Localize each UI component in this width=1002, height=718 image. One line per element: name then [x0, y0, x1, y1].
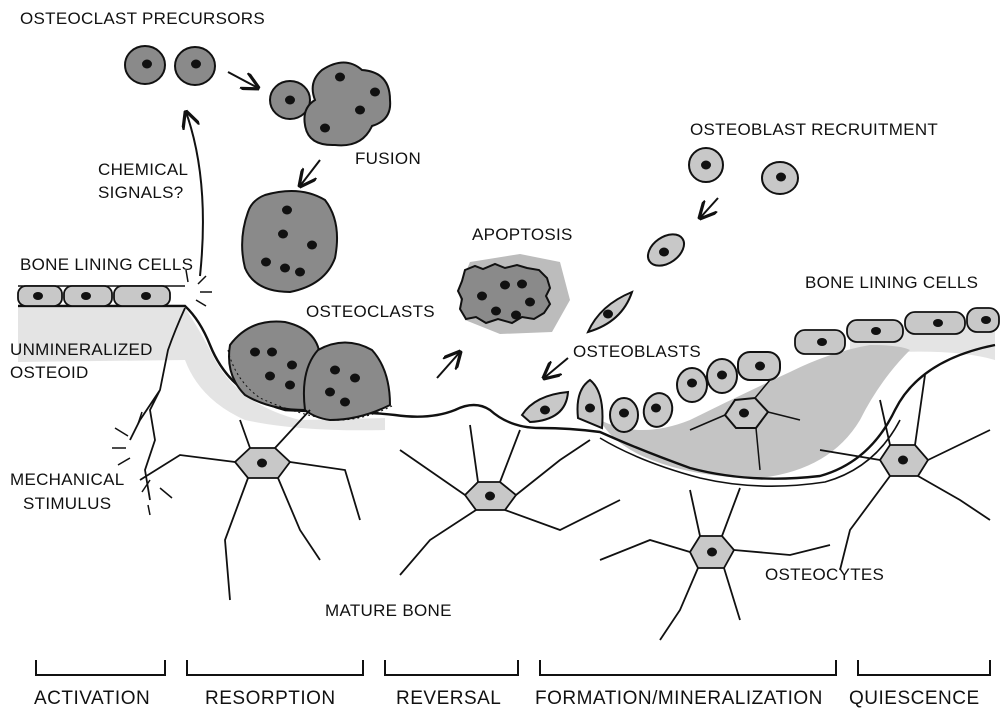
- label-bone-lining-cells-right: BONE LINING CELLS: [805, 273, 978, 293]
- arrow-precursor-to-fusion: [228, 72, 258, 88]
- phase-brackets: [36, 660, 990, 675]
- arrow-to-osteoblasts: [544, 358, 568, 378]
- phase-quiescence: QUIESCENCE: [849, 688, 980, 710]
- label-osteoid: OSTEOID: [10, 363, 89, 383]
- label-mature-bone: MATURE BONE: [325, 601, 452, 621]
- arrow-chemical-signals: [186, 112, 203, 276]
- label-mechanical: MECHANICAL: [10, 470, 124, 490]
- arrow-recruitment: [700, 198, 718, 218]
- arrow-fusion-to-osteoclast: [300, 160, 320, 186]
- mechanical-burst-marks: [112, 412, 172, 515]
- recruited-osteoblasts: [588, 148, 798, 332]
- osteoclast-precursors: [125, 46, 310, 119]
- apoptotic-osteoclast: [458, 264, 550, 323]
- phase-resorption: RESORPTION: [205, 688, 336, 710]
- label-apoptosis: APOPTOSIS: [472, 225, 573, 245]
- fusing-osteoclast: [304, 63, 390, 146]
- label-osteoclast-precursors: OSTEOCLAST PRECURSORS: [20, 9, 265, 29]
- label-osteocytes: OSTEOCYTES: [765, 565, 884, 585]
- label-unmineralized: UNMINERALIZED: [10, 340, 153, 360]
- phase-reversal: REVERSAL: [396, 688, 501, 710]
- bone-lining-cells-left: [18, 286, 170, 306]
- label-chemical-signals-line1: CHEMICAL: [98, 160, 188, 180]
- label-osteoblasts: OSTEOBLASTS: [573, 342, 701, 362]
- label-chemical-signals-line2: SIGNALS?: [98, 183, 184, 203]
- arrow-to-apoptosis: [437, 352, 460, 378]
- phase-formation-mineralization: FORMATION/MINERALIZATION: [535, 688, 823, 710]
- label-bone-lining-cells-left: BONE LINING CELLS: [20, 255, 193, 275]
- phase-activation: ACTIVATION: [34, 688, 150, 710]
- osteocyte-nuclei: [257, 456, 908, 557]
- signal-burst-marks: [186, 270, 212, 306]
- label-osteoblast-recruitment: OSTEOBLAST RECRUITMENT: [690, 120, 938, 140]
- label-stimulus: STIMULUS: [23, 494, 111, 514]
- label-fusion: FUSION: [355, 149, 421, 169]
- label-osteoclasts: OSTEOCLASTS: [306, 302, 435, 322]
